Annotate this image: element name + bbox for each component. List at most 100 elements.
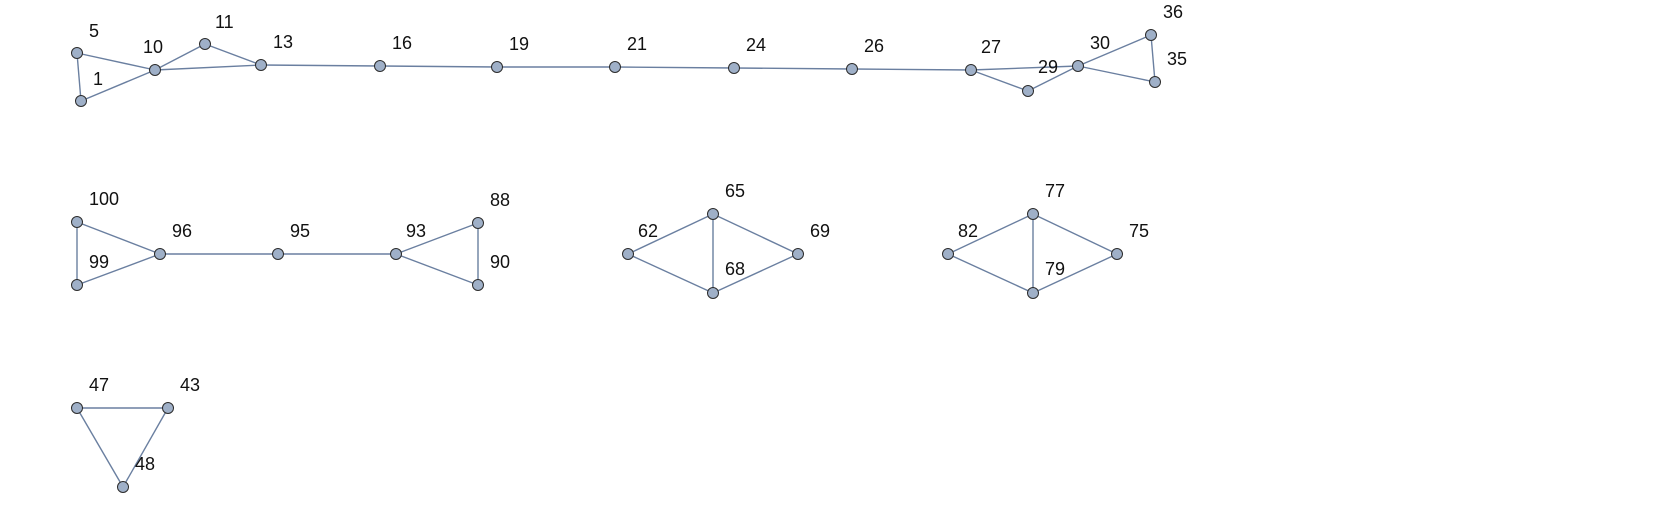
- node-label-10: 10: [143, 37, 163, 57]
- node-label-47: 47: [89, 375, 109, 395]
- node-82[interactable]: [942, 248, 954, 260]
- node-27[interactable]: [965, 64, 977, 76]
- edge-n62-n65: [627, 213, 714, 255]
- node-48[interactable]: [117, 481, 129, 493]
- node-label-69: 69: [810, 221, 830, 241]
- node-label-16: 16: [392, 33, 412, 53]
- node-1[interactable]: [75, 95, 87, 107]
- node-36[interactable]: [1145, 29, 1157, 41]
- node-62[interactable]: [622, 248, 634, 260]
- node-90[interactable]: [472, 279, 484, 291]
- node-13[interactable]: [255, 59, 267, 71]
- node-label-62: 62: [638, 221, 658, 241]
- node-19[interactable]: [491, 61, 503, 73]
- edge-n1-n10: [80, 69, 156, 102]
- node-label-100: 100: [89, 189, 119, 209]
- edge-n65-n69: [712, 213, 799, 255]
- node-label-90: 90: [490, 252, 510, 272]
- node-label-24: 24: [746, 35, 766, 55]
- node-label-96: 96: [172, 221, 192, 241]
- edge-n93-n88: [395, 222, 479, 255]
- edge-n79-n75: [1032, 253, 1118, 294]
- edge-n26-n27: [851, 68, 972, 71]
- edge-n30-n36: [1077, 34, 1152, 67]
- node-88[interactable]: [472, 217, 484, 229]
- edge-n11-n13: [204, 43, 262, 66]
- node-label-65: 65: [725, 181, 745, 201]
- node-24[interactable]: [728, 62, 740, 74]
- node-30[interactable]: [1072, 60, 1084, 72]
- node-label-30: 30: [1090, 33, 1110, 53]
- node-68[interactable]: [707, 287, 719, 299]
- edge-n21-n24: [614, 66, 735, 69]
- edge-n77-n75: [1032, 213, 1118, 255]
- node-label-13: 13: [273, 32, 293, 52]
- node-16[interactable]: [374, 60, 386, 72]
- edge-n36-n35: [1150, 34, 1156, 83]
- node-65[interactable]: [707, 208, 719, 220]
- node-label-77: 77: [1045, 181, 1065, 201]
- node-29[interactable]: [1022, 85, 1034, 97]
- edge-n62-n68: [627, 253, 714, 294]
- node-label-99: 99: [89, 252, 109, 272]
- node-label-21: 21: [627, 34, 647, 54]
- edges-layer: [76, 34, 1156, 488]
- edge-n16-n19: [379, 65, 498, 68]
- node-5[interactable]: [71, 47, 83, 59]
- node-label-93: 93: [406, 221, 426, 241]
- node-100[interactable]: [71, 216, 83, 228]
- edge-n82-n79: [947, 253, 1034, 294]
- node-47[interactable]: [71, 402, 83, 414]
- node-label-11: 11: [215, 12, 234, 32]
- node-label-79: 79: [1045, 259, 1065, 279]
- node-95[interactable]: [272, 248, 284, 260]
- edge-n5-n10: [76, 52, 156, 71]
- node-26[interactable]: [846, 63, 858, 75]
- node-35[interactable]: [1149, 76, 1161, 88]
- edge-n82-n77: [947, 213, 1034, 255]
- node-label-36: 36: [1163, 2, 1183, 22]
- node-11[interactable]: [199, 38, 211, 50]
- edge-n13-n16: [260, 64, 381, 67]
- node-label-5: 5: [89, 21, 99, 41]
- node-label-88: 88: [490, 190, 510, 210]
- edge-n5-n1: [76, 52, 82, 102]
- edge-n10-n13: [154, 64, 262, 71]
- edge-n29-n30: [1027, 65, 1079, 92]
- edge-n24-n26: [733, 67, 853, 70]
- edge-n47-n48: [76, 407, 124, 488]
- edge-n27-n29: [970, 69, 1029, 92]
- edge-n100-n96: [76, 221, 161, 255]
- nodes-layer: [71, 29, 1161, 493]
- edge-n99-n96: [76, 253, 161, 286]
- node-96[interactable]: [154, 248, 166, 260]
- node-75[interactable]: [1111, 248, 1123, 260]
- node-43[interactable]: [162, 402, 174, 414]
- node-label-68: 68: [725, 259, 745, 279]
- edge-n68-n69: [712, 253, 799, 294]
- edge-n43-n48: [122, 407, 169, 488]
- node-79[interactable]: [1027, 287, 1039, 299]
- edge-n93-n90: [395, 253, 479, 286]
- node-93[interactable]: [390, 248, 402, 260]
- edge-n10-n11: [154, 43, 206, 71]
- node-label-19: 19: [509, 34, 529, 54]
- edge-n30-n35: [1077, 65, 1156, 83]
- node-label-29: 29: [1038, 57, 1058, 77]
- node-label-26: 26: [864, 36, 884, 56]
- node-label-75: 75: [1129, 221, 1149, 241]
- node-99[interactable]: [71, 279, 83, 291]
- node-label-48: 48: [135, 454, 155, 474]
- node-69[interactable]: [792, 248, 804, 260]
- node-10[interactable]: [149, 64, 161, 76]
- node-label-43: 43: [180, 375, 200, 395]
- node-label-82: 82: [958, 221, 978, 241]
- node-77[interactable]: [1027, 208, 1039, 220]
- node-21[interactable]: [609, 61, 621, 73]
- node-label-95: 95: [290, 221, 310, 241]
- node-label-35: 35: [1167, 49, 1187, 69]
- node-label-27: 27: [981, 37, 1001, 57]
- edge-n27-n30: [970, 65, 1079, 71]
